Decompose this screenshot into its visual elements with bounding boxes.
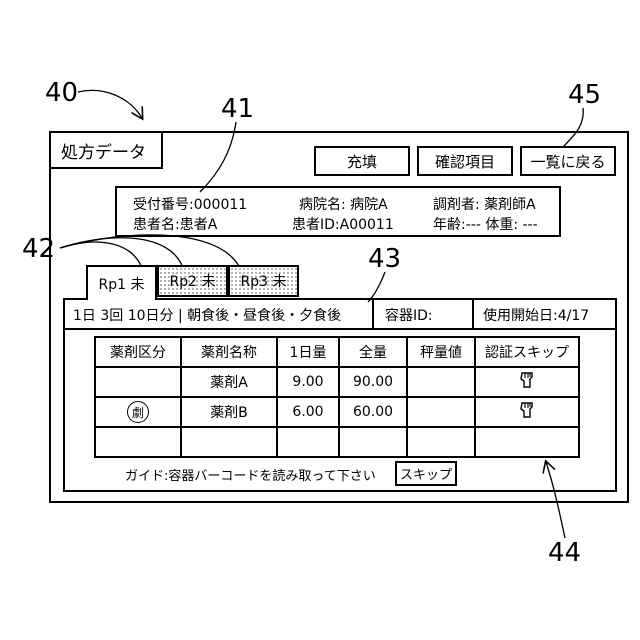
receipt-number: 受付番号:000011 [133, 194, 247, 214]
cell-weighed [407, 367, 475, 397]
cell-total [339, 427, 407, 457]
ref-40: 40 [45, 80, 78, 106]
cell-auth-skip[interactable] [475, 367, 579, 397]
back-to-list-button[interactable]: 一覧に戻る [520, 146, 616, 176]
cell-category [95, 367, 181, 397]
cell-name: 薬剤A [181, 367, 277, 397]
fill-button[interactable]: 充填 [314, 146, 410, 176]
table-row[interactable] [95, 427, 579, 457]
col-weighed: 秤量値 [407, 337, 475, 367]
patient-name: 患者名:患者A [133, 214, 217, 234]
cell-daily [277, 427, 339, 457]
start-date: 使用開始日:4/17 [483, 305, 589, 325]
col-daily: 1日量 [277, 337, 339, 367]
skip-hand-icon[interactable] [517, 400, 537, 420]
ref-41: 41 [221, 96, 254, 122]
cell-auth-skip [475, 427, 579, 457]
col-name: 薬剤名称 [181, 337, 277, 367]
cell-weighed [407, 427, 475, 457]
skip-hand-icon[interactable] [517, 370, 537, 390]
schedule-divider [472, 298, 474, 328]
cell-name: 薬剤B [181, 397, 277, 427]
cell-total: 60.00 [339, 397, 407, 427]
tab-rp3[interactable]: Rp3 未 [228, 265, 299, 297]
drug-table: 薬剤区分 薬剤名称 1日量 全量 秤量値 認証スキップ 薬剤A 9.00 90.… [94, 336, 580, 458]
cell-total: 90.00 [339, 367, 407, 397]
ref-44: 44 [548, 540, 581, 566]
screen-title: 処方データ [49, 131, 163, 169]
cell-auth-skip[interactable] [475, 397, 579, 427]
cell-weighed [407, 397, 475, 427]
leader-40 [78, 90, 142, 118]
table-row[interactable]: 薬剤A 9.00 90.00 [95, 367, 579, 397]
cell-name [181, 427, 277, 457]
table-row[interactable]: 劇 薬剤B 6.00 60.00 [95, 397, 579, 427]
age-weight: 年齢:--- 体重: --- [433, 214, 538, 234]
patient-id: 患者ID:A00011 [292, 214, 394, 234]
tab-rp2[interactable]: Rp2 未 [157, 265, 228, 297]
cell-daily: 6.00 [277, 397, 339, 427]
patient-info-box: 受付番号:000011 病院名: 病院A 調剤者: 薬剤師A 患者名:患者A 患… [115, 186, 561, 237]
hospital-name: 病院名: 病院A [299, 194, 388, 214]
pharmacist-name: 調剤者: 薬剤師A [433, 194, 536, 214]
schedule-divider [372, 298, 374, 328]
guide-message: ガイド:容器バーコードを読み取って下さい [125, 465, 376, 484]
schedule-bar: 1日 3回 10日分 | 朝食後・昼食後・夕食後 容器ID: 使用開始日:4/1… [63, 298, 617, 330]
container-id: 容器ID: [385, 305, 433, 325]
col-category: 薬剤区分 [95, 337, 181, 367]
powerful-drug-mark: 劇 [127, 401, 149, 423]
skip-button[interactable]: スキップ [395, 461, 457, 486]
col-auth-skip: 認証スキップ [475, 337, 579, 367]
table-header-row: 薬剤区分 薬剤名称 1日量 全量 秤量値 認証スキップ [95, 337, 579, 367]
dosage-schedule: 1日 3回 10日分 | 朝食後・昼食後・夕食後 [73, 305, 341, 325]
confirm-items-button[interactable]: 確認項目 [417, 146, 513, 176]
ref-45: 45 [568, 82, 601, 108]
cell-category [95, 427, 181, 457]
cell-daily: 9.00 [277, 367, 339, 397]
tab-rp1[interactable]: Rp1 未 [86, 265, 157, 300]
cell-category: 劇 [95, 397, 181, 427]
col-total: 全量 [339, 337, 407, 367]
